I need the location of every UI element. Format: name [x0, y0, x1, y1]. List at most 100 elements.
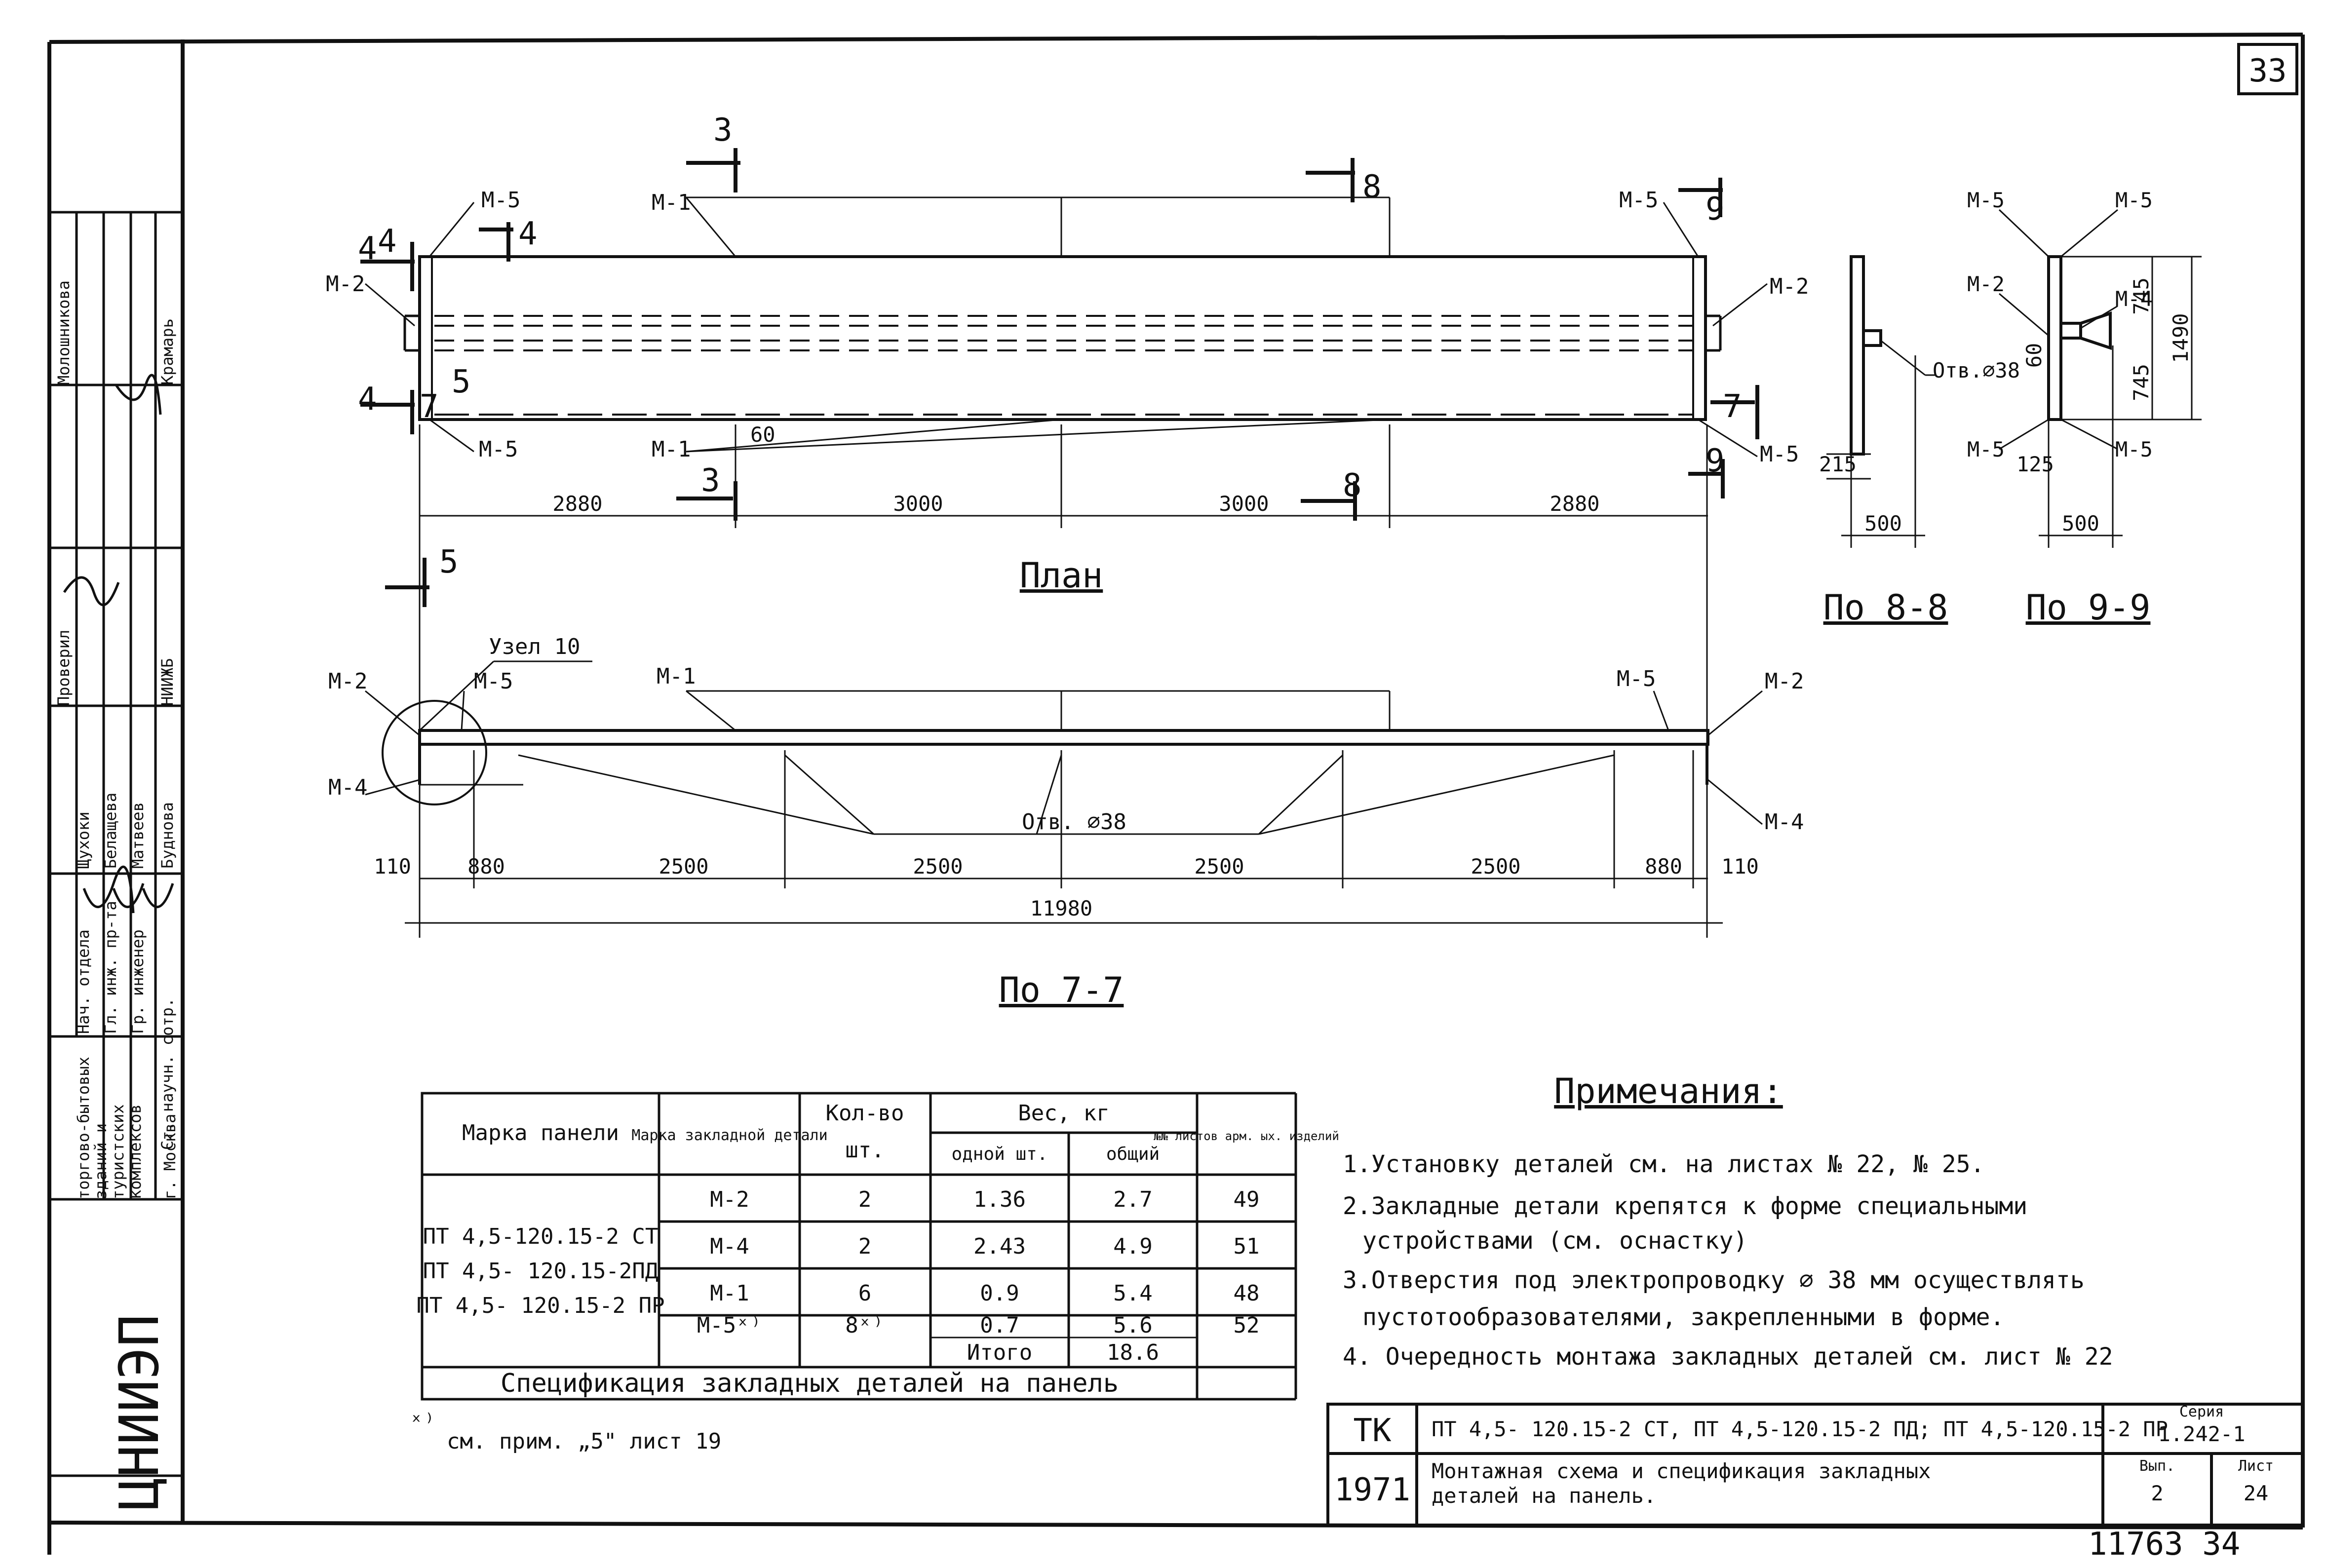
section-7-7 [365, 660, 1763, 924]
s77-node: Узел 10 [489, 634, 580, 659]
plan-mark-m1-t: М-1 [652, 190, 691, 215]
s77-dim-0: 110 [374, 854, 411, 879]
plan-dim-3: 2880 [1550, 492, 1599, 516]
s99-dim-total: 1490 [2169, 313, 2193, 363]
spec-h-total: общий [1106, 1144, 1160, 1164]
spec-r1-total: 4.9 [1113, 1234, 1152, 1259]
s77-m5-l: М-5 [474, 669, 513, 694]
spec-r3-part: М-5ˣ⁾ [697, 1313, 762, 1338]
section-7-7-labels: Узел 10 М-2 М-5 М-1 М-5 М-2 М-4 М-4 Отв.… [328, 634, 1804, 1010]
spec-itogo: 18.6 [1107, 1340, 1159, 1365]
spec-h-qty-unit: шт. [845, 1138, 884, 1163]
s88-h: 215 [1819, 452, 1857, 476]
sidebar-name-1: Белащева [101, 793, 120, 869]
spec-r3-one: 0.7 [980, 1313, 1019, 1338]
plan-mark-m5-tr: М-5 [1619, 188, 1658, 213]
cut-marks [360, 148, 1759, 607]
cut-9-top: 9 [1706, 191, 1725, 228]
notes-title: Примечания: [1554, 1071, 1783, 1111]
sidebar-text: ЦНИИЭП торгово-бытовых зданий и туристск… [54, 280, 179, 1510]
cut-3-top: 3 [713, 112, 733, 149]
spec-r3-total: 5.6 [1113, 1313, 1152, 1338]
spec-r2-part: М-1 [710, 1281, 749, 1306]
s77-m2-r: М-2 [1765, 669, 1804, 694]
s77-m4-l: М-4 [328, 775, 367, 800]
cut-3-bot: 3 [701, 462, 720, 499]
spec-r2-qty: 6 [858, 1281, 872, 1306]
spec-r1-one: 2.43 [973, 1234, 1026, 1259]
note-1: 1.Установку деталей см. на листах № 22, … [1343, 1150, 1984, 1178]
s77-m2-l: М-2 [328, 669, 367, 694]
plan-dim-1: 3000 [893, 492, 943, 516]
spec-r2-total: 5.4 [1113, 1281, 1152, 1306]
spec-r1-part: М-4 [710, 1234, 749, 1259]
sidebar-role-0: Нач. отдела [74, 929, 93, 1034]
sidebar-name-6: Крамарь [158, 318, 177, 385]
s99-dim-b: 745 [2129, 364, 2153, 401]
tb-list: 24 [2244, 1481, 2269, 1505]
cut-8-top: 8 [1362, 169, 1382, 205]
cut-4-c: 4 [518, 216, 538, 252]
spec-itogo-label: Итого [967, 1340, 1032, 1365]
tb-seria: 1.242-1 [2158, 1422, 2245, 1446]
sidebar-stamp [49, 211, 183, 1477]
note-3b: пустотообразователями, закрепленными в ф… [1362, 1303, 2004, 1331]
title-block-text: ТК 1971 ПТ 4,5- 120.15-2 СТ, ПТ 4,5-120.… [1334, 1403, 2274, 1563]
page-number: 33 [2248, 53, 2287, 89]
s77-dim-7: 110 [1721, 854, 1759, 879]
note-3: 3.Отверстия под электропроводку ⌀ 38 мм … [1343, 1266, 2085, 1294]
s99-dim-c: 60 [2022, 343, 2046, 368]
s99-m5b: М-5 [2115, 188, 2153, 212]
spec-r0-one: 1.36 [973, 1187, 1026, 1212]
section-8-8-labels: Отв.⌀38 215 500 По 8-8 [1819, 358, 2020, 628]
spec-panel-0: ПТ 4,5-120.15-2 СТ [423, 1224, 659, 1249]
sidebar-name-3: Буднова [158, 802, 177, 869]
plan-mark-m5-tl: М-5 [481, 188, 520, 213]
section-8-8 [1826, 255, 1935, 548]
spec-r3-sheet: 52 [1234, 1313, 1260, 1338]
sidebar-city: г. Москва [160, 1114, 179, 1199]
note-2b: устройствами (см. оснастку) [1362, 1227, 1747, 1255]
s77-hole: Отв. ⌀38 [1022, 809, 1126, 835]
spec-r0-total: 2.7 [1113, 1187, 1152, 1212]
spec-table-text: Марка панели Марка закладной детали Кол-… [410, 1101, 1339, 1454]
tb-desc1: Монтажная схема и спецификация закладных [1432, 1459, 1931, 1483]
plan-mark-m5-bl: М-5 [479, 437, 518, 462]
s77-dim-1: 880 [467, 854, 505, 879]
s99-dim-w: 500 [2062, 511, 2099, 535]
s99-dim-a: 745 [2129, 277, 2153, 315]
spec-footnote-mark: ˣ⁾ [410, 1409, 436, 1434]
s99-m2: М-2 [1967, 272, 2005, 296]
cut-7-b: 7 [1723, 388, 1742, 425]
bottom-numbers: 11763 34 [2088, 1526, 2240, 1563]
spec-panel-2: ПТ 4,5- 120.15-2 ПР [416, 1293, 664, 1318]
cut-4-b: 4 [358, 230, 377, 267]
plan-mark-m2-l: М-2 [326, 271, 365, 297]
cut-5-bot: 5 [439, 544, 459, 580]
spec-r0-sheet: 49 [1234, 1187, 1260, 1212]
tb-code: ТК [1353, 1413, 1392, 1449]
plan-dim-2: 3000 [1219, 492, 1269, 516]
s99-m5a: М-5 [1967, 188, 2005, 212]
plan-view [365, 196, 1768, 938]
s77-dim-3: 2500 [913, 854, 963, 879]
cut-8-bot: 8 [1343, 467, 1362, 504]
sidebar-org-full1: торгово-бытовых [74, 1057, 93, 1199]
spec-h-mark: Марка панели [462, 1120, 619, 1146]
s77-title: По 7-7 [999, 970, 1124, 1010]
cut-7-a: 7 [420, 388, 439, 425]
sidebar-org-full2: зданий и [91, 1123, 110, 1199]
s77-dim-6: 880 [1645, 854, 1682, 879]
spec-h-sheets: №№ листов арм. ых. изделий [1154, 1129, 1339, 1143]
s88-hole: Отв.⌀38 [1933, 358, 2020, 382]
spec-r2-one: 0.9 [980, 1281, 1019, 1306]
note-4: 4. Очередность монтажа закладных деталей… [1343, 1343, 2113, 1371]
spec-footnote: см. прим. „5" лист 19 [447, 1429, 721, 1454]
sidebar-role-2: Гр. инженер [128, 929, 147, 1034]
s88-w: 500 [1864, 511, 1902, 535]
spec-h-one: одной шт. [951, 1144, 1047, 1164]
plan-title: План [1020, 555, 1103, 596]
plan-labels: 3 8 9 4 4 4 7 4 5 7 3 8 9 5 М-5 М-1 М-5 … [326, 112, 1809, 596]
s77-m1: М-1 [657, 664, 696, 689]
